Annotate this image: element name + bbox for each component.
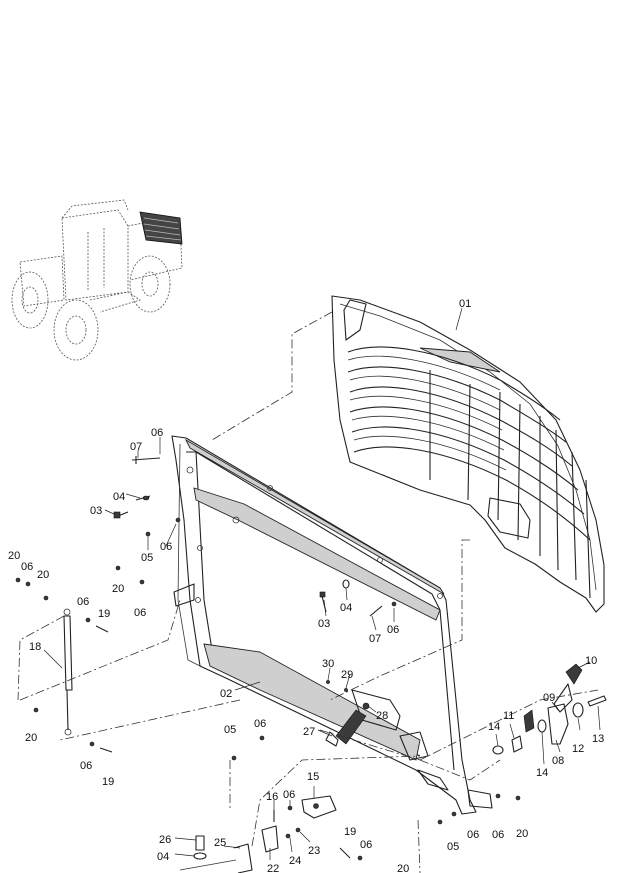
fasteners — [15, 456, 521, 861]
callout-06: 06 — [254, 718, 266, 730]
callout-11: 11 — [503, 710, 514, 722]
callout-16: 16 — [266, 791, 278, 803]
callout-12: 12 — [572, 743, 584, 755]
callout-06: 06 — [151, 427, 163, 439]
tractor-locator-thumbnail — [11, 199, 183, 361]
callout-03: 03 — [90, 505, 102, 517]
callout-06: 06 — [134, 607, 146, 619]
callout-18: 18 — [29, 641, 41, 653]
callout-05: 05 — [224, 724, 236, 736]
callout-06: 06 — [467, 829, 479, 841]
callout-20: 20 — [397, 863, 409, 873]
callout-30: 30 — [322, 658, 334, 670]
callout-07: 07 — [130, 441, 142, 453]
callout-20: 20 — [8, 550, 20, 562]
callout-06: 06 — [80, 760, 92, 772]
callout-14: 14 — [488, 721, 500, 733]
leader-lines — [43, 307, 601, 860]
callout-06: 06 — [283, 789, 295, 801]
callout-24: 24 — [289, 855, 301, 867]
grille-frame-part — [171, 435, 493, 815]
callout-06: 06 — [492, 829, 504, 841]
callout-04: 04 — [340, 602, 352, 614]
latch-assembly-parts — [492, 663, 607, 755]
callout-06: 06 — [77, 596, 89, 608]
bottom-brackets-parts — [179, 795, 337, 873]
callout-19: 19 — [98, 608, 110, 620]
front-grille-part — [331, 295, 605, 613]
callout-06: 06 — [360, 839, 372, 851]
gas-strut-part — [63, 608, 73, 736]
callout-07: 07 — [369, 633, 381, 645]
callout-05: 05 — [447, 841, 459, 853]
callout-10: 10 — [585, 655, 597, 667]
callout-05: 05 — [141, 552, 153, 564]
callout-08: 08 — [552, 755, 564, 767]
callout-29: 29 — [341, 669, 353, 681]
callout-14: 14 — [536, 767, 548, 779]
callout-26: 26 — [159, 834, 171, 846]
callout-22: 22 — [267, 863, 279, 873]
callout-04: 04 — [157, 851, 169, 863]
callout-28: 28 — [376, 710, 388, 722]
latch-handle-part — [325, 689, 401, 747]
callout-04: 04 — [113, 491, 125, 503]
callout-20: 20 — [112, 583, 124, 595]
assembly-centerlines — [17, 311, 599, 873]
callout-20: 20 — [25, 732, 37, 744]
callout-19: 19 — [344, 826, 356, 838]
callout-15: 15 — [307, 771, 319, 783]
callout-09: 09 — [543, 692, 555, 704]
grille-bars — [429, 370, 591, 599]
callout-20: 20 — [516, 828, 528, 840]
callout-labels: 01 02 03 03 04 04 04 05 05 05 06 06 06 0… — [8, 298, 604, 873]
callout-20: 20 — [37, 569, 49, 581]
grille-louvres — [347, 346, 591, 541]
callout-01: 01 — [459, 298, 471, 310]
callout-06: 06 — [387, 624, 399, 636]
callout-19: 19 — [102, 776, 114, 788]
callout-13: 13 — [592, 733, 604, 745]
callout-06: 06 — [160, 541, 172, 553]
callout-23: 23 — [308, 845, 320, 857]
callout-03: 03 — [318, 618, 330, 630]
callout-25: 25 — [214, 837, 226, 849]
callout-06: 06 — [21, 561, 33, 573]
callout-27: 27 — [303, 726, 315, 738]
grille-highlight — [139, 211, 183, 245]
callout-02: 02 — [220, 688, 232, 700]
